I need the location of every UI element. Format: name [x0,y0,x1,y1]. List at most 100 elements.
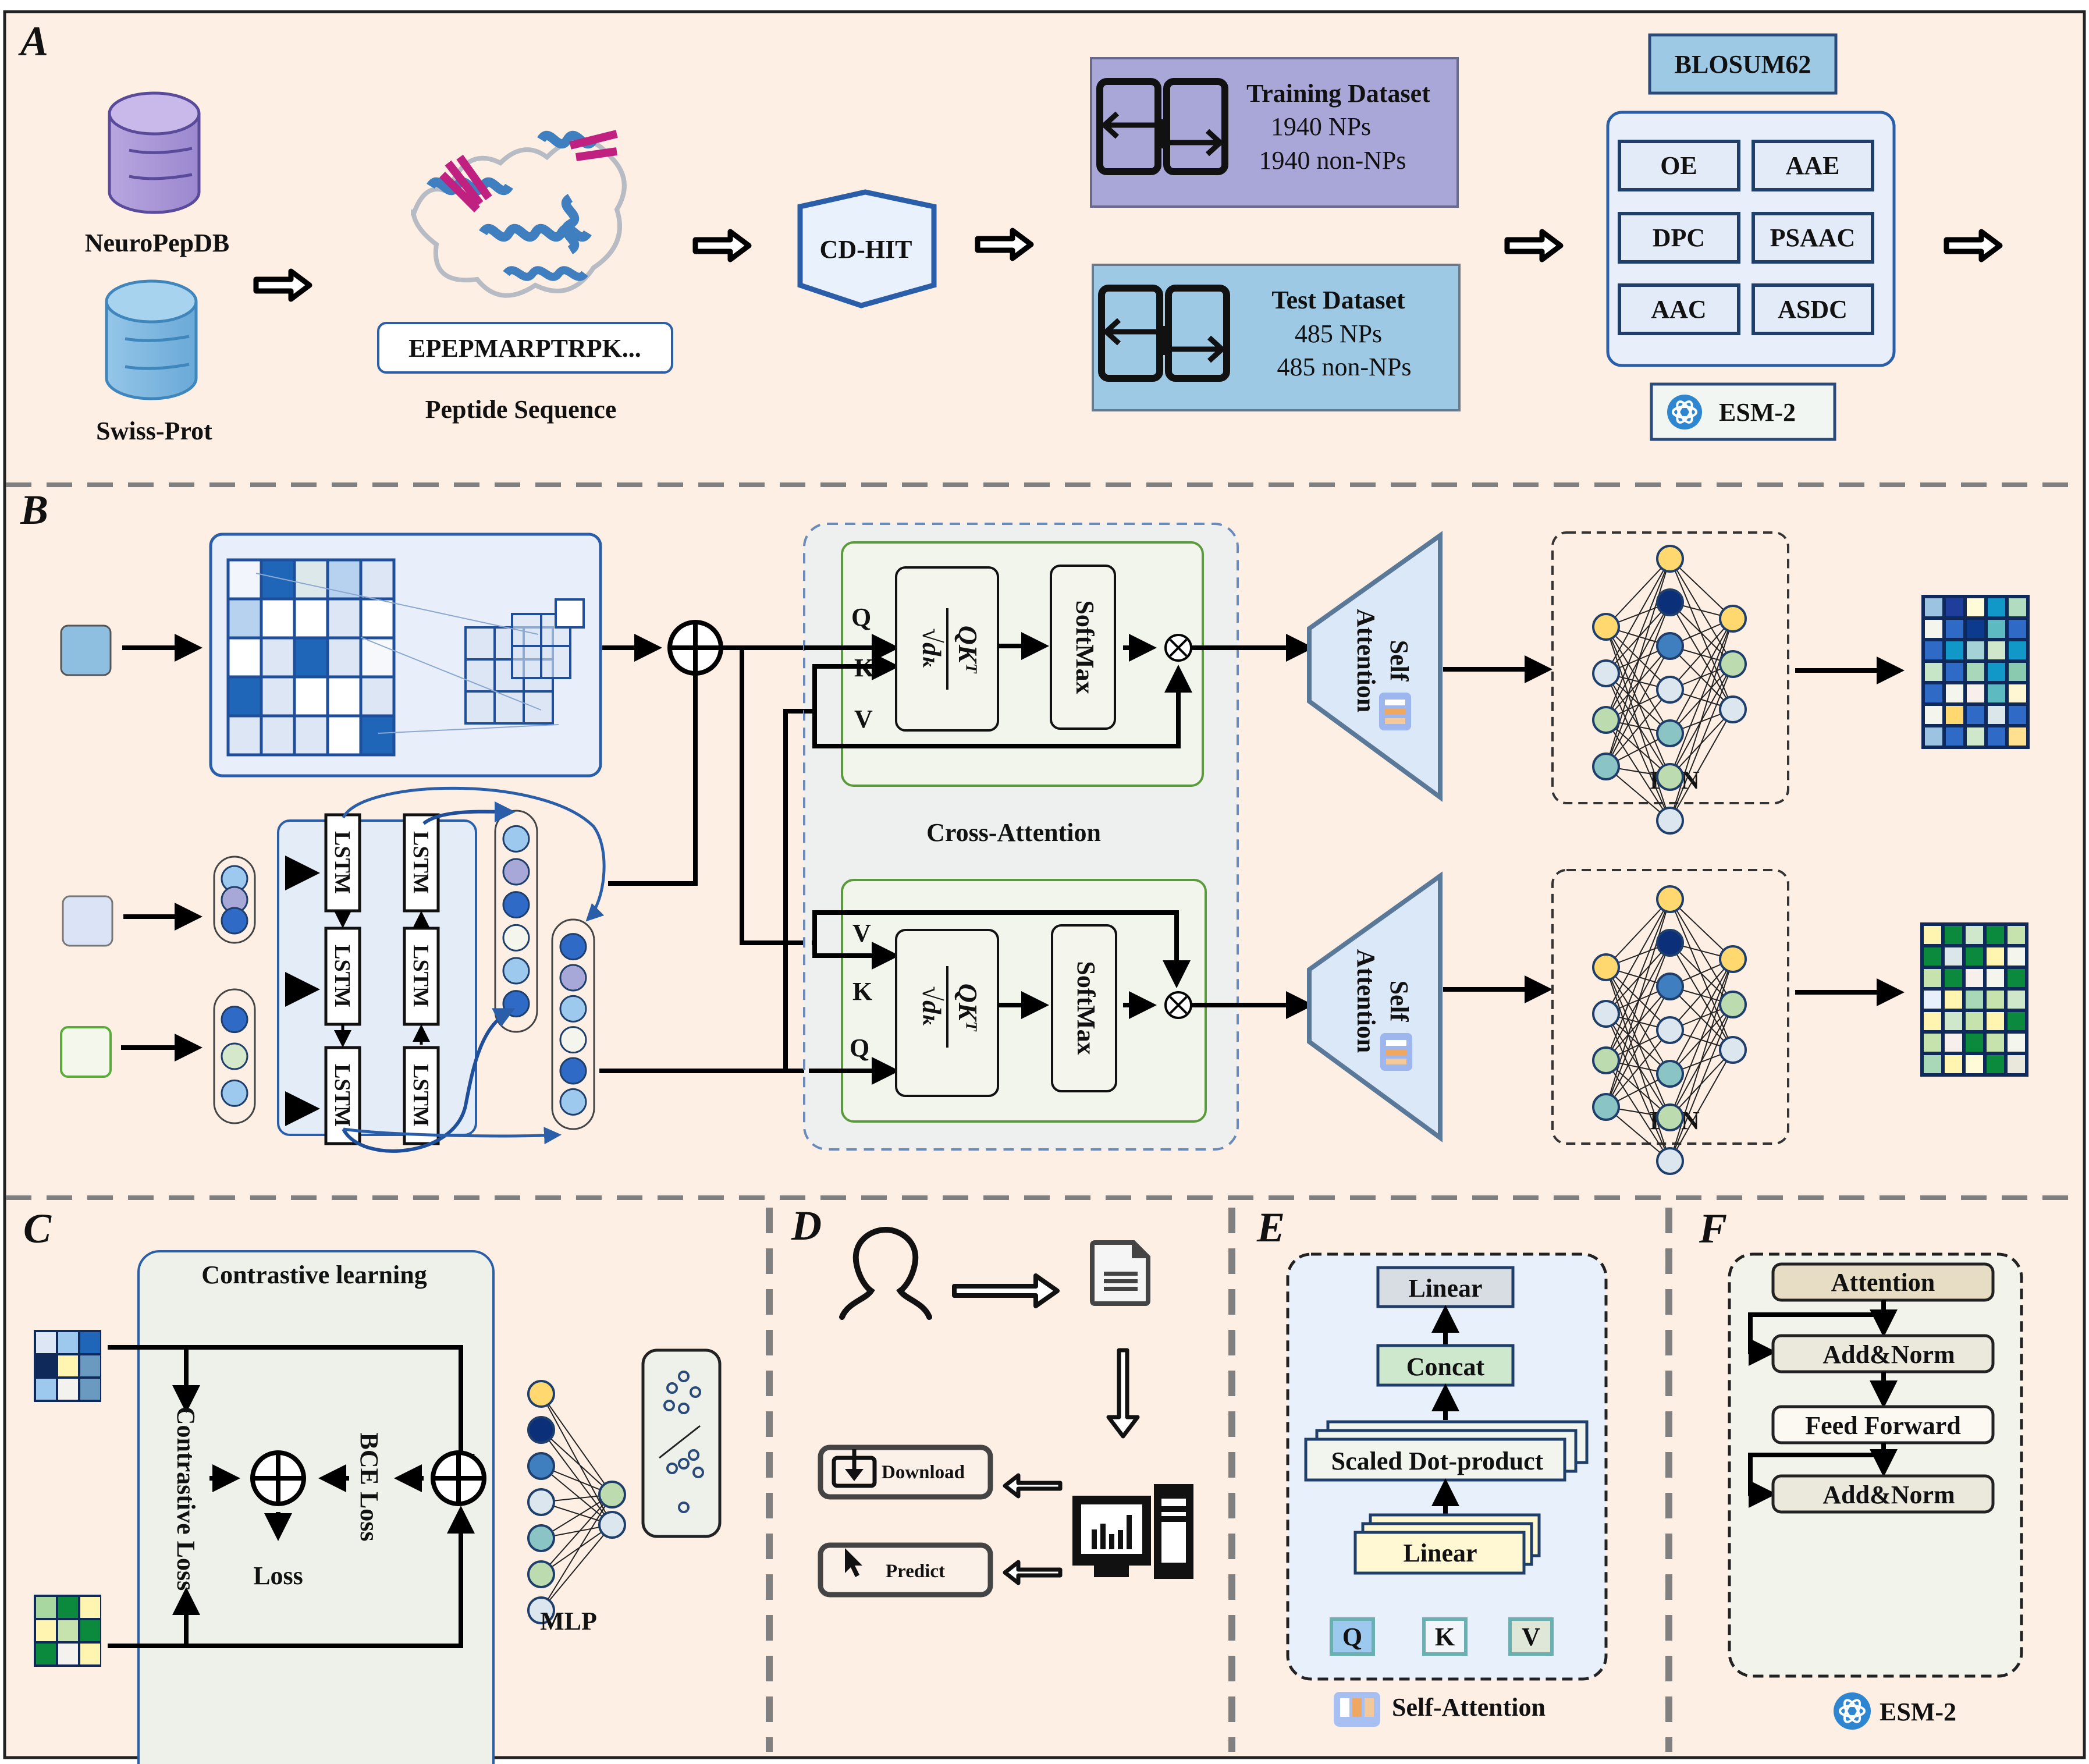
ffn-edge [1605,899,1671,1108]
vector-node [559,995,587,1023]
ffn-neuron [1656,1147,1684,1175]
cnn-cell [359,597,396,640]
key-label: K [852,977,872,1006]
heatmap-cell [58,1332,78,1353]
cnn-cell [226,558,263,601]
heatmap-cell [1925,598,1942,616]
multiply-operator-icon [1164,991,1192,1019]
ffn-edge [1605,626,1671,734]
bilstm-skip-arrow [342,1008,516,1153]
heatmap-cell [1945,1055,1962,1073]
ffn-edge [1605,1106,1671,1162]
esm-logo-icon [1667,395,1702,430]
scaled-dot-product-box [1304,1438,1566,1482]
feature-encoding-label: OE [1660,151,1697,180]
heatmap-cell [1945,947,1962,966]
input-embedding-feature [62,895,113,947]
ffn-neuron [1719,991,1747,1018]
heatmap-cell [1924,1055,1941,1073]
mlp-edge [541,1524,613,1575]
esm-logo-icon [1834,1692,1871,1730]
ffn-neuron [1656,545,1684,573]
input-embedding-esm [60,1026,112,1078]
heatmap-cell [1988,706,2005,724]
cnn-cell [260,597,296,640]
database-label-neuropepdb: NeuroPepDB [85,229,230,257]
heatmap-cell [1987,926,2004,944]
heatmap-cell [2008,1012,2025,1030]
cnn-cell [326,714,363,757]
concat-label: Concat [1406,1353,1485,1381]
hollow-right-arrow-icon [952,1273,1060,1308]
lstm-label: LSTM [330,831,354,894]
ffn-edge [1605,899,1671,1014]
output-heatmap-bottom [1920,922,2028,1077]
ffn-neuron [1656,632,1684,660]
lstm-label: LSTM [408,945,433,1007]
self-attention-label: Attention [1352,949,1380,1053]
lstm-label: LSTM [330,945,354,1007]
training-dataset-positive: 1940 NPs [1271,112,1371,141]
heatmap-cell [58,1644,78,1664]
ffn-neuron [1592,613,1620,641]
ffn-edge [1605,1013,1671,1074]
predict-button[interactable] [818,1542,993,1598]
cnn-cell [326,636,363,679]
cnn-cell [326,675,363,718]
bilstm-skip-arrow [343,1127,562,1145]
ffn-neuron [1656,763,1684,791]
heatmap-cell [1988,641,2005,659]
ffn-block-bottom [1551,869,1789,1145]
heatmap-cell [80,1332,100,1353]
vector-node [559,1057,587,1085]
heatmap-cell [1967,641,1984,659]
vector-column [213,988,256,1124]
ffn-edge [1605,558,1671,767]
self-attention-icon [1334,1692,1380,1727]
connector-line [812,665,1192,748]
residual-connection [1748,1312,1884,1366]
ffn-edge [1669,959,1733,1031]
ffn-edge [1605,766,1671,821]
lstm-label: LSTM [330,1064,354,1127]
ffn-neuron [1656,1016,1684,1044]
value-label: V [852,919,871,947]
ffn-edge [1605,719,1671,821]
heatmap-cell [1988,663,2005,681]
classification-output-box [641,1348,722,1538]
ffn-edge [1669,645,1733,710]
heatmap-cell [36,1620,56,1641]
cnn-cell [226,597,263,640]
predict-button-label: Predict [886,1561,945,1582]
mlp-edge [541,1494,613,1611]
heatmap-cell [1966,947,1983,966]
ffn-edge [1605,1060,1671,1118]
panel-b-letter: B [20,487,48,533]
cdhit-hexagon [797,189,937,308]
esm2-label: ESM-2 [1719,398,1796,427]
peptide-sequence: EPEPMARPTRPK... [408,334,641,363]
softmax-box [1051,924,1117,1092]
ffn-edge [1669,618,1733,734]
ffn-edge [1669,1049,1733,1162]
vector-node [502,858,530,886]
panel-a: A NeuroPepDB Swiss-Prot [18,18,2000,445]
ffn-edge [1605,899,1671,1061]
ffn-edge [1605,1013,1671,1118]
softmax-label: SoftMax [1071,600,1099,694]
ffn-edge [1669,618,1733,690]
heatmap-cell [2008,1034,2025,1052]
heatmap-cell [1924,969,1941,987]
ffn-edge [1605,719,1671,778]
hollow-left-arrow-icon [1003,1473,1063,1499]
database-icon [108,91,201,214]
mlp-label: MLP [540,1607,597,1635]
heatmap-cell [1925,706,1942,724]
ffn-edge [1669,986,1733,1050]
blosum62-box [1648,33,1838,95]
ffn-edge [1605,626,1671,821]
mlp-neuron [527,1560,555,1588]
panel-f-letter: F [1699,1205,1727,1252]
cnn-cell [359,714,396,757]
heatmap-cell [2009,663,2026,681]
